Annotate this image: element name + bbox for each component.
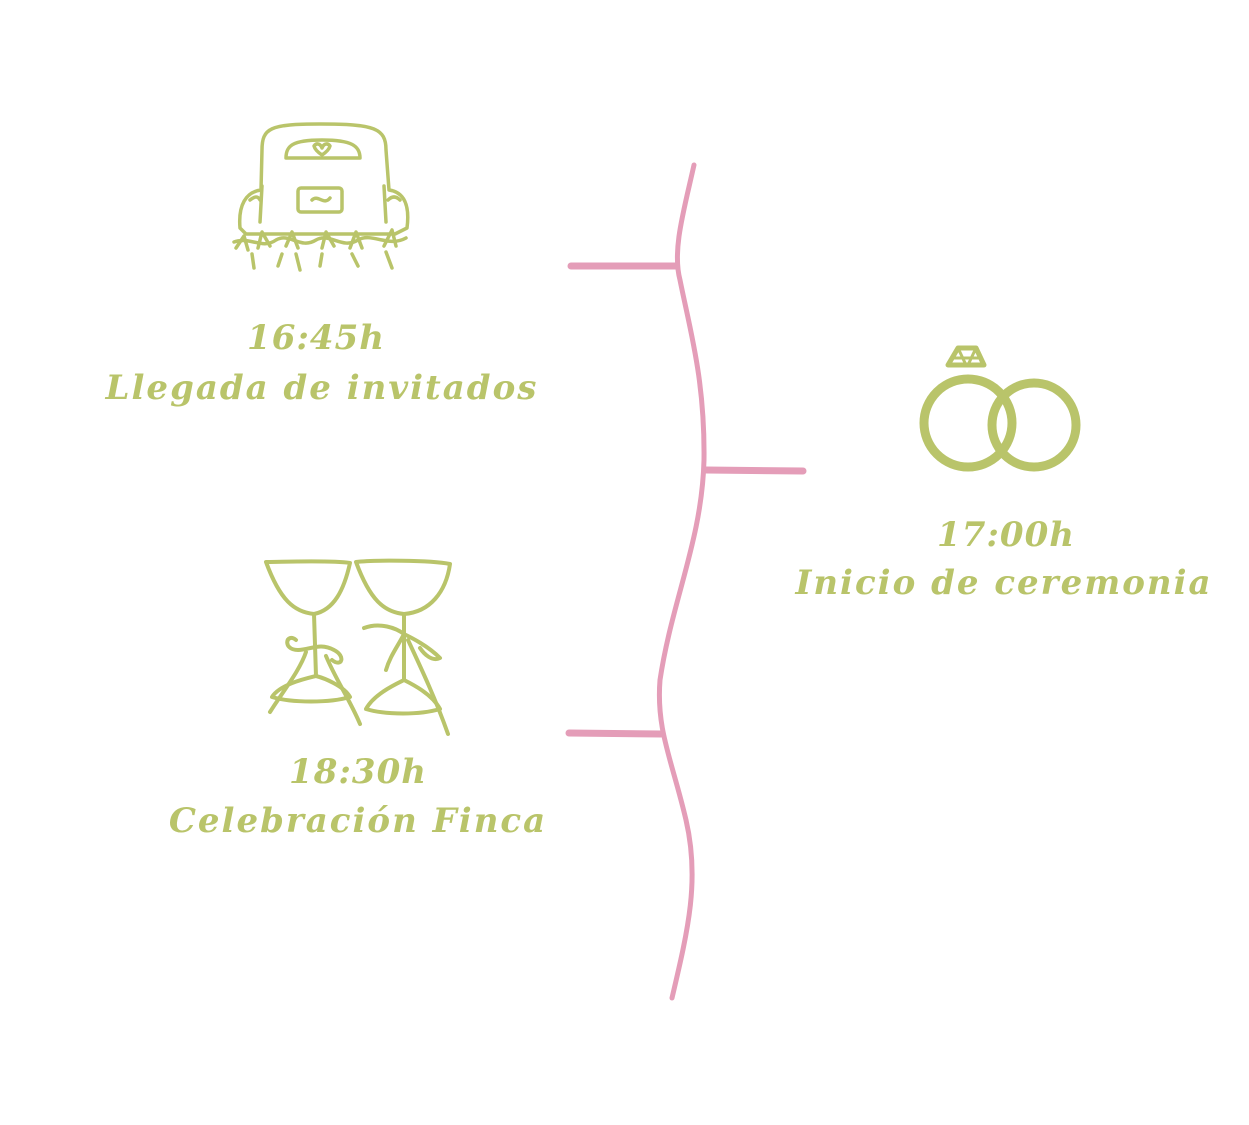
timeline-branch-celebration bbox=[565, 729, 665, 738]
wedding-rings-icon bbox=[919, 345, 1081, 472]
event-title-celebration: Celebración Finca bbox=[168, 801, 548, 841]
timeline-line bbox=[656, 162, 707, 1001]
event-time-arrival: 16:45h bbox=[247, 318, 385, 358]
timeline-branch-ceremony bbox=[702, 466, 807, 475]
event-title-arrival: Llegada de invitados bbox=[105, 368, 539, 408]
wedding-car-icon bbox=[232, 122, 410, 272]
event-time-celebration: 18:30h bbox=[289, 752, 427, 792]
champagne-glasses-icon bbox=[264, 558, 452, 736]
event-title-ceremony: Inicio de ceremonia bbox=[795, 563, 1213, 603]
event-time-ceremony: 17:00h bbox=[937, 515, 1075, 555]
